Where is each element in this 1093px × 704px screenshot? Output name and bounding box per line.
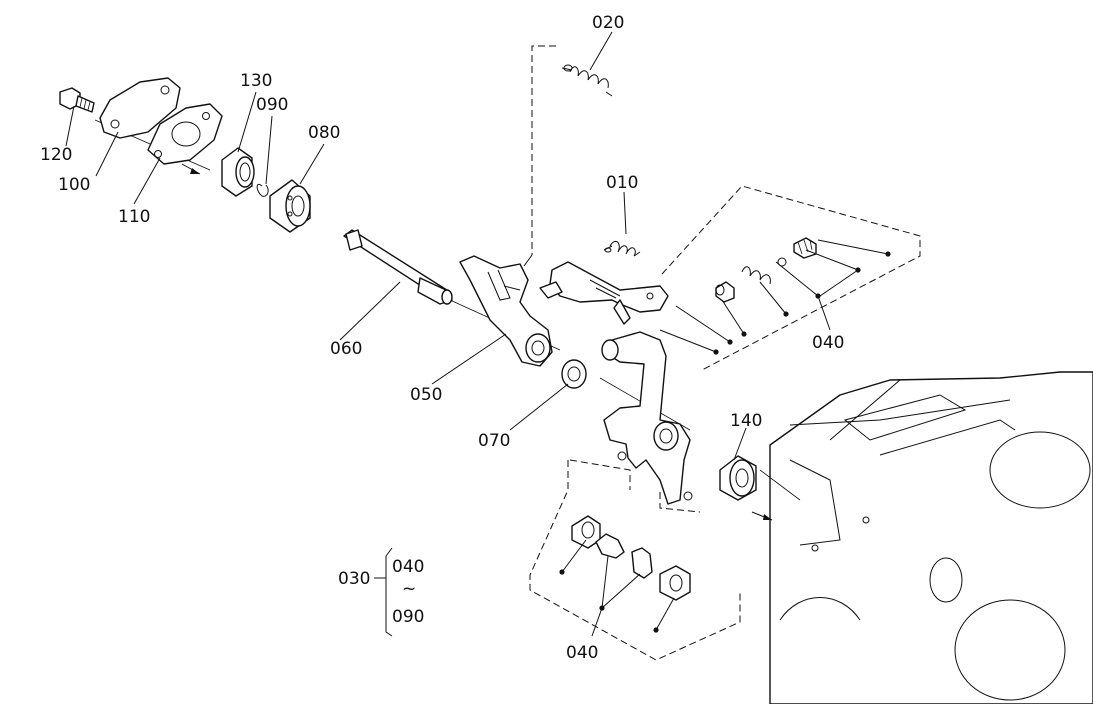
- callout-120: 120: [40, 145, 72, 165]
- cover-plate-100: [99, 77, 181, 139]
- callout-040-right: 040: [812, 333, 844, 353]
- callout-130: 130: [240, 71, 272, 91]
- shaft-axis-line: [94, 119, 801, 501]
- callout-050: 050: [410, 385, 442, 405]
- callout-070: 070: [478, 431, 510, 451]
- leader-040-right: [817, 295, 831, 331]
- callout-labels: 120 100 110 130 090 080 020 010 060 050 …: [40, 13, 844, 663]
- callout-020: 020: [592, 13, 624, 33]
- callout-090: 090: [256, 95, 288, 115]
- assembly-bracket-030: [374, 547, 393, 637]
- gasket-110: [147, 103, 223, 165]
- bracket-to-090: 090: [392, 607, 424, 627]
- washer-070: [561, 359, 587, 389]
- circlip-090: [256, 183, 269, 197]
- leader-040-bottom: [591, 607, 603, 637]
- spring-bracket: [539, 261, 669, 325]
- bolt-120: [59, 87, 95, 113]
- callout-010: 010: [606, 173, 638, 193]
- spring-010: [603, 240, 641, 257]
- callout-140: 140: [730, 411, 762, 431]
- callout-110: 110: [118, 207, 150, 227]
- parts-040-bottom: [571, 515, 691, 601]
- bearing-140: [719, 455, 757, 501]
- bracket-from-040: 040: [392, 557, 424, 577]
- spring-020: [561, 64, 613, 97]
- group-frame-bottom: [529, 459, 741, 661]
- bearing-080: [269, 179, 311, 233]
- callout-060: 060: [330, 339, 362, 359]
- group-frame-right: [661, 185, 921, 371]
- bracket-tilde: ~: [402, 579, 416, 599]
- governor-lever-050: [459, 255, 553, 367]
- callout-100: 100: [58, 175, 90, 195]
- leader-lines: [65, 31, 889, 631]
- link-020-frame: [531, 45, 556, 255]
- callout-040-bottom: 040: [566, 643, 598, 663]
- callout-030: 030: [338, 569, 370, 589]
- shaft-060: [343, 229, 453, 305]
- bushing-130: [221, 147, 255, 197]
- parts-040-right: [715, 237, 817, 303]
- fork-lever: [601, 331, 693, 505]
- engine-block: [769, 371, 1093, 704]
- callout-080: 080: [308, 123, 340, 143]
